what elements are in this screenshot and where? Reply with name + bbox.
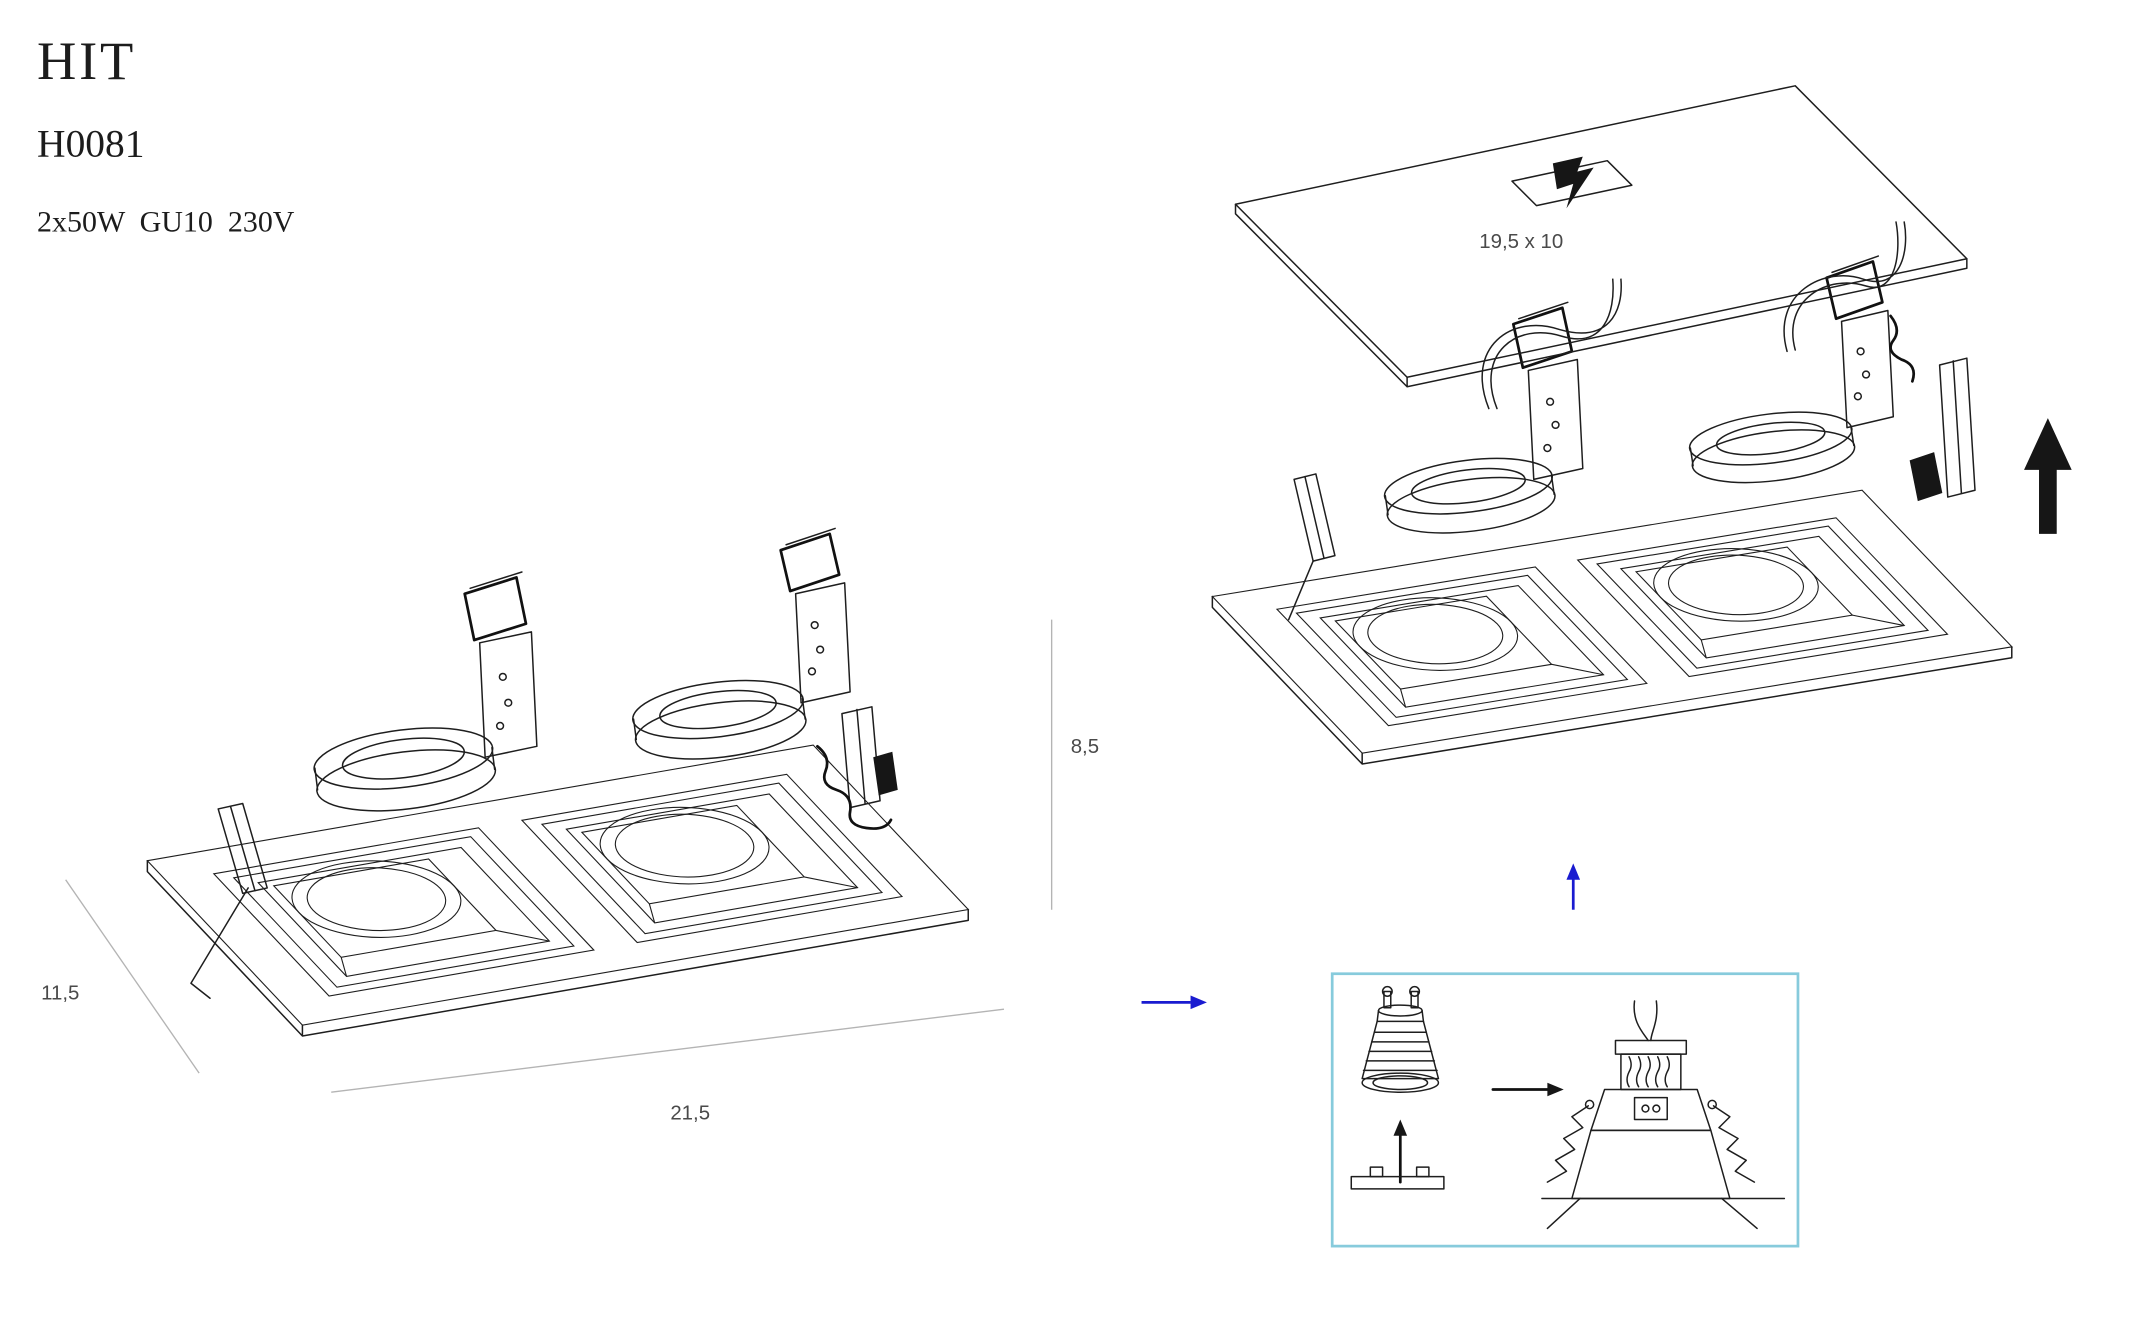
cutout-dimension-label: 19,5 x 10 bbox=[1479, 231, 1563, 253]
inset-border bbox=[1330, 972, 1800, 1248]
left-mounting-bracket-2 bbox=[779, 527, 851, 704]
left-cable bbox=[816, 744, 893, 830]
gu10-bulb-drawing bbox=[1361, 985, 1440, 1093]
right-spring bbox=[1712, 1105, 1756, 1183]
width-dimension-label: 21,5 bbox=[670, 1102, 710, 1124]
left-mounting-bracket-1 bbox=[463, 571, 538, 758]
depth-dimension-line bbox=[65, 879, 200, 1074]
height-dimension-label: 8,5 bbox=[1071, 736, 1099, 758]
right-plate-thickness bbox=[1211, 595, 2013, 765]
ceiling-panel-drawing: 19,5 x 10 bbox=[1234, 85, 1968, 388]
product-model: H0081 bbox=[37, 122, 144, 166]
product-specs: 2x50W GU10 230V bbox=[37, 206, 295, 239]
depth-dimension-label: 11,5 bbox=[41, 983, 79, 1005]
left-spring-clip bbox=[190, 802, 268, 1000]
dimension-lines bbox=[65, 619, 1053, 1093]
fixture-cross-section-drawing bbox=[1541, 1000, 1786, 1230]
cutout-mark bbox=[1511, 156, 1633, 209]
product-title: HIT bbox=[37, 30, 136, 91]
left-spring bbox=[1546, 1105, 1589, 1183]
right-side-latch bbox=[1889, 314, 1976, 502]
insert-right-arrow-icon bbox=[1141, 995, 1207, 1010]
left-fixture-drawing bbox=[146, 527, 969, 1037]
left-lamp-housing-2 bbox=[632, 679, 807, 760]
left-plate-thickness bbox=[146, 859, 969, 1037]
right-lamp-housing-1 bbox=[1383, 457, 1556, 534]
bulb-insert-arrow-icon bbox=[1491, 1082, 1564, 1097]
left-lamp-housing-1 bbox=[313, 727, 497, 812]
left-fixture-plate bbox=[147, 745, 968, 1025]
step-up-arrow-icon bbox=[1566, 863, 1581, 910]
right-lamp-housing-2 bbox=[1688, 411, 1856, 484]
lift-up-arrow-icon bbox=[2024, 418, 2072, 534]
right-spring-clip bbox=[1287, 473, 1336, 621]
left-side-latch bbox=[816, 706, 898, 830]
lamp-installation-inset bbox=[1330, 972, 1800, 1248]
width-dimension-line bbox=[331, 1008, 1005, 1093]
mounting-bar-drawing bbox=[1350, 1166, 1445, 1190]
right-fixture-drawing bbox=[1211, 221, 2013, 765]
right-mounting-bracket-2 bbox=[1825, 255, 1895, 429]
right-mounting-bracket-1 bbox=[1511, 301, 1584, 481]
right-fixture-plate bbox=[1212, 490, 2012, 753]
bulb-up-arrow-icon bbox=[1393, 1119, 1408, 1184]
